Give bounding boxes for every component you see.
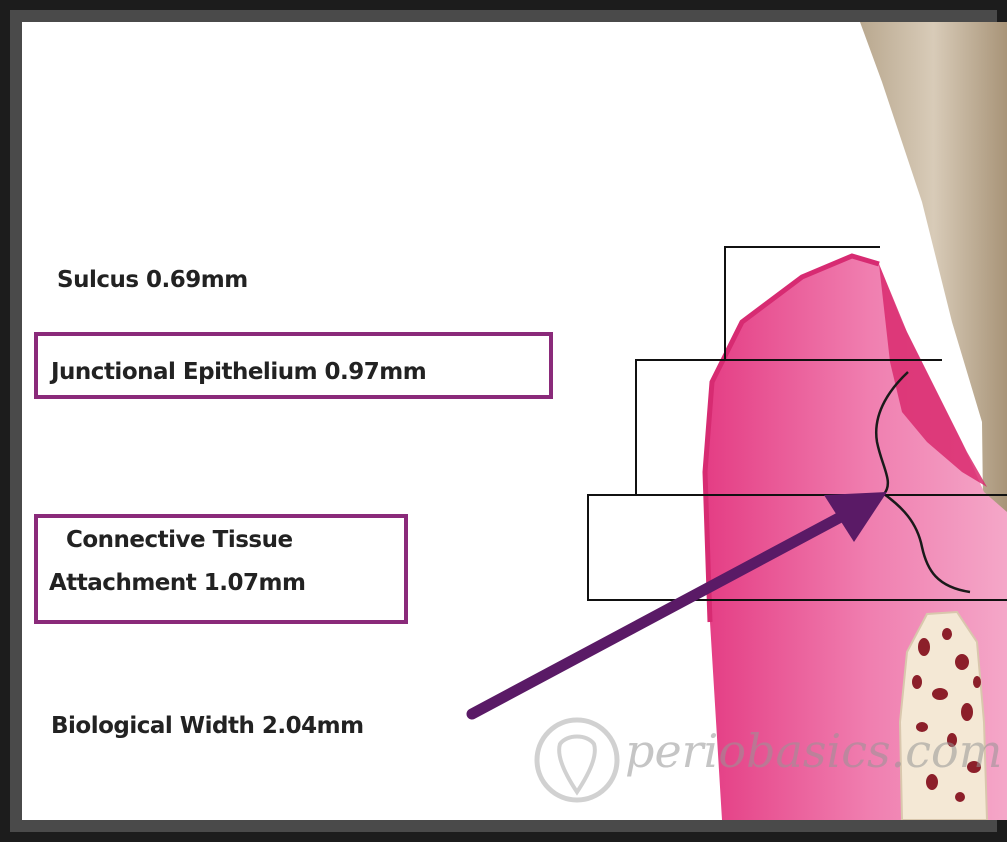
diagram-canvas: periobasics.com Sulcus 0.69mm Junctional… — [22, 22, 1007, 820]
sulcus-label: Sulcus 0.69mm — [57, 267, 248, 293]
watermark-logo-icon — [537, 720, 617, 800]
junctional-epithelium-label: Junctional Epithelium 0.97mm — [51, 359, 426, 385]
biological-width-label: Biological Width 2.04mm — [51, 713, 364, 739]
dental-illustration — [22, 22, 1007, 820]
watermark-text: periobasics.com — [625, 724, 1002, 778]
connective-tissue-label-line2: Attachment 1.07mm — [49, 570, 305, 596]
connective-tissue-label-line1: Connective Tissue — [66, 527, 293, 553]
alveolar-bone — [900, 612, 987, 820]
